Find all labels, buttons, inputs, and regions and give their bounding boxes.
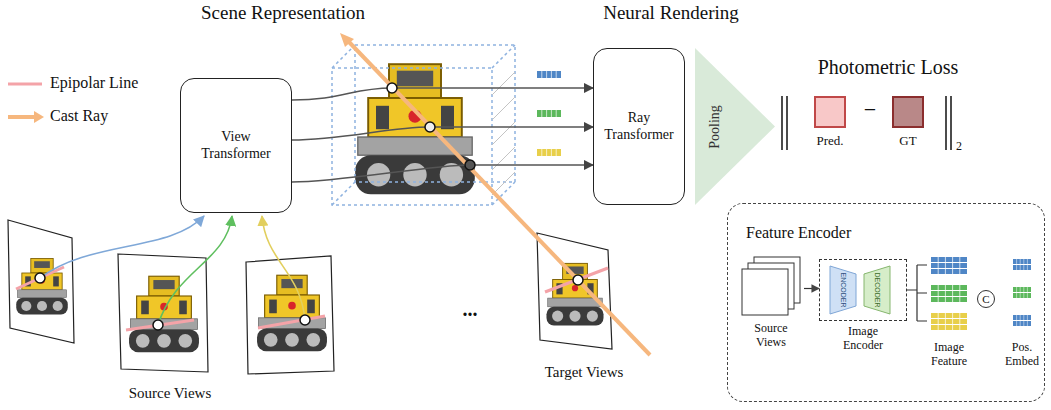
feature-bars [1003,257,1041,337]
norm-subscript: 2 [956,140,962,154]
color-patch [814,96,846,128]
legend-label: Epipolar Line [50,74,138,92]
encoder-block: ENCODER [829,265,857,315]
node-label: Pooling [707,105,723,149]
node-label: View Transformer [191,129,281,161]
position-embedding: Pos. Embed [1003,257,1041,369]
connector [907,265,927,321]
section-title: Scene Representation [201,2,365,24]
concat-symbol: C [977,290,995,308]
node-label: Source Views [738,322,804,350]
ellipsis: ... [463,298,478,321]
node-label: ENCODER [839,272,847,307]
node-label: Image Encoder [833,325,893,353]
node-label: Pred. [806,134,854,149]
encoder-panel: Feature EncoderSource Views Image Encoder… [727,203,1045,402]
node-label: DECODER [873,272,881,307]
node-label: Ray Transformer [604,110,674,142]
connector [292,88,593,100]
node-label: GT [884,134,932,149]
ground-truth-patch: GT [884,96,932,158]
connector [292,165,593,182]
decoder-block: DECODER [863,265,891,315]
section-title: Neural Rendering [603,2,739,24]
view-caption: Source Views [129,385,212,402]
prediction-patch: Pred. [806,96,854,158]
minus-sign: − [864,97,876,122]
image-encoder: Image Encoder ENCODER DECODER [819,259,907,357]
connector [292,127,593,140]
node-label: Pos. Embed [1003,341,1041,369]
view-caption: Target Views [545,364,624,381]
transformer-box: Ray Transformer [593,48,685,205]
node-label: C [982,294,989,305]
image-stack [738,256,804,318]
feature-bars [927,257,971,337]
color-patch [892,96,924,128]
source-stack: Source Views [738,256,804,356]
legend-label: Cast Ray [50,107,108,125]
section-title: Photometric Loss [818,56,959,79]
node-label: Image Feature [927,341,971,369]
image-feature: Image Feature [927,257,971,369]
node-label: Feature Encoder [746,224,851,242]
pooling-triangle: Pooling [695,48,775,205]
connector [804,288,819,289]
transformer-box: View Transformer [180,78,292,213]
